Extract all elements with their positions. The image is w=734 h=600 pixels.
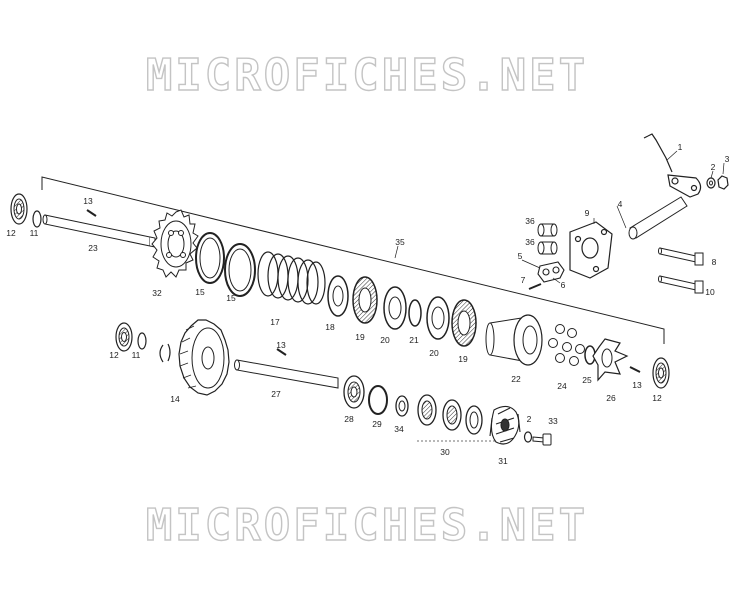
oil-seal-12-top: [10, 193, 28, 225]
callout-5: 5: [518, 251, 523, 261]
callout-35: 35: [395, 237, 405, 247]
bearing-30b: [442, 399, 462, 431]
callout-36a: 36: [525, 216, 535, 226]
washer-2-top: [706, 177, 716, 189]
callout-32: 32: [152, 288, 162, 298]
callout-13-top: 13: [83, 196, 93, 206]
bolt-33: [532, 433, 552, 446]
callout-36b: 36: [525, 237, 535, 247]
callout-12-lower: 12: [109, 350, 119, 360]
ring-21: [408, 299, 422, 327]
gear-14: [178, 319, 230, 396]
callout-17: 17: [270, 317, 280, 327]
pin-13-lower: [276, 348, 287, 356]
thrust-bearing-19a: [352, 276, 378, 324]
washer-20b: [426, 296, 450, 340]
callout-3: 3: [725, 154, 730, 164]
callout-8: 8: [712, 257, 717, 267]
oil-seal-12-lower: [115, 322, 133, 352]
circlip-11-lower: [137, 332, 147, 350]
callout-33: 33: [548, 416, 558, 426]
callout-6: 6: [561, 280, 566, 290]
callout-28: 28: [344, 414, 354, 424]
washer-2-lower: [523, 431, 533, 443]
ratchet-22: [485, 314, 543, 366]
bearing-28: [343, 375, 365, 409]
callout-11-top: 11: [30, 228, 39, 238]
callout-22: 22: [511, 374, 521, 384]
callout-31: 31: [498, 456, 508, 466]
callout-15a: 15: [195, 287, 205, 297]
impeller-31: [489, 405, 521, 445]
bushing-36a: [537, 223, 558, 237]
callout-10: 10: [705, 287, 715, 297]
pin-13-top: [86, 209, 97, 217]
watermark-top: MICROFICHES.NET: [145, 49, 589, 101]
spring-17: [257, 251, 326, 305]
callout-13-lower: 13: [276, 340, 286, 350]
callout-14: 14: [170, 394, 180, 404]
callout-20a: 20: [380, 335, 390, 345]
callout-12-right: 12: [652, 393, 662, 403]
callout-12-top: 12: [6, 228, 16, 238]
callout-11-lower: 11: [132, 350, 141, 360]
washer-15b: [224, 243, 256, 297]
bolt-10: [658, 275, 704, 294]
callout-2-lower: 2: [527, 414, 532, 424]
washer-18: [327, 275, 349, 317]
hub-26: [592, 338, 629, 382]
washer-15a: [195, 232, 225, 284]
thrust-bearing-19b: [451, 299, 477, 347]
callout-1: 1: [678, 142, 683, 152]
shaft-27: [234, 359, 339, 389]
callouts: 1 2 3 4 5 6 7 8 9 10 11 11 12 12 12 13 1…: [6, 142, 729, 466]
nut-3: [717, 175, 729, 190]
bracket-9: [569, 221, 613, 279]
kickstart-shaft-23: [42, 214, 156, 248]
bearing-30a: [417, 394, 437, 426]
callout-20b: 20: [429, 348, 439, 358]
gear-32: [151, 209, 199, 278]
callout-4: 4: [618, 199, 623, 209]
leader-lines: [394, 150, 725, 284]
circlip-11-top: [32, 210, 42, 228]
lever-1: [643, 133, 702, 198]
callout-23: 23: [88, 243, 98, 253]
oil-seal-12-right: [652, 357, 670, 389]
pin-13-right: [629, 366, 641, 373]
callout-18: 18: [325, 322, 335, 332]
clip-6: [537, 261, 565, 283]
bolt-8: [658, 247, 704, 266]
washer-20a: [383, 286, 407, 330]
callout-21: 21: [409, 335, 419, 345]
pin-7: [528, 283, 542, 290]
callout-19a: 19: [355, 332, 365, 342]
callout-24: 24: [557, 381, 567, 391]
callout-29: 29: [372, 419, 382, 429]
shaft-4: [628, 196, 688, 240]
bearing-30c: [465, 405, 483, 435]
callout-15b: 15: [226, 293, 236, 303]
bushing-36b: [537, 241, 558, 255]
callout-26: 26: [606, 393, 616, 403]
callout-2-top: 2: [711, 162, 716, 172]
callout-7: 7: [521, 275, 526, 285]
callout-9: 9: [585, 208, 590, 218]
callout-13-right: 13: [632, 380, 642, 390]
rollers-24: [548, 324, 585, 366]
callout-27: 27: [271, 389, 281, 399]
callout-19b: 19: [458, 354, 468, 364]
assembly-bracket: [41, 176, 665, 344]
callout-25: 25: [582, 375, 592, 385]
callout-34: 34: [394, 424, 404, 434]
circlip-11-lower-b: [159, 343, 171, 363]
callout-30: 30: [440, 447, 450, 457]
washer-34: [395, 395, 409, 417]
ring-29: [368, 385, 388, 415]
watermark-bottom: MICROFICHES.NET: [145, 499, 589, 551]
